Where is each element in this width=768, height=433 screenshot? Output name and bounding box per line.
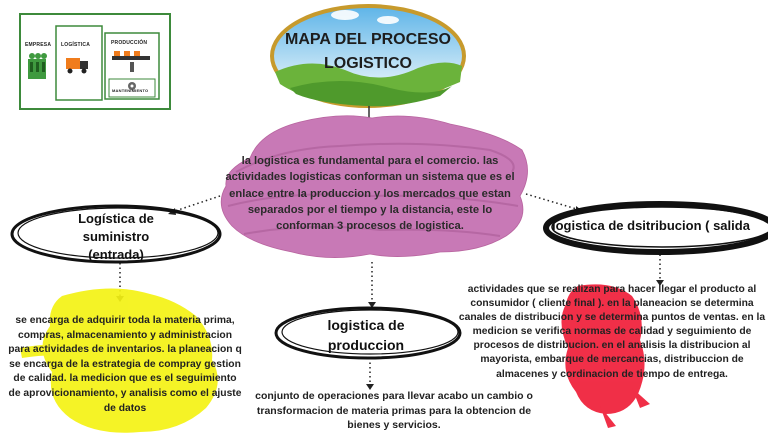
production-ellipse [274,306,462,360]
legend-label-empresa: EMPRESA [25,42,52,48]
center-description: la logistica es fundamental para el come… [225,155,515,233]
people-icon [28,53,47,79]
production-title: logistica de produccion [327,317,405,353]
dotted-connectors [119,193,661,386]
supply-description: se encarga de adquirir toda la materia p… [8,315,242,414]
supply-ellipse [10,204,222,264]
legend-label-produccion: PRODUCCIÓN [111,40,148,46]
distribution-ellipse [543,201,768,255]
production-description: conjunto de operaciones para llevar acab… [255,390,533,432]
title-badge [270,4,466,108]
red-highlight [561,284,650,428]
legend-image [19,13,171,110]
distribution-description: actividades que se realizan para hacer l… [458,284,766,380]
truck-icon [66,58,88,74]
center-blob [220,115,528,258]
distribution-title: logistica de dsitribucion ( salida [552,218,750,233]
legend-label-mantenimiento: MANTENIMIENTO [112,88,149,93]
gear-icon [128,82,136,90]
conveyor-icon [112,51,150,72]
yellow-highlight [20,288,218,433]
supply-title: Logística de suministro (entrada) [78,211,154,262]
page-title: MAPA DEL PROCESO LOGISTICO [285,31,451,72]
legend-label-logistica: LOGÍSTICA [61,42,91,48]
